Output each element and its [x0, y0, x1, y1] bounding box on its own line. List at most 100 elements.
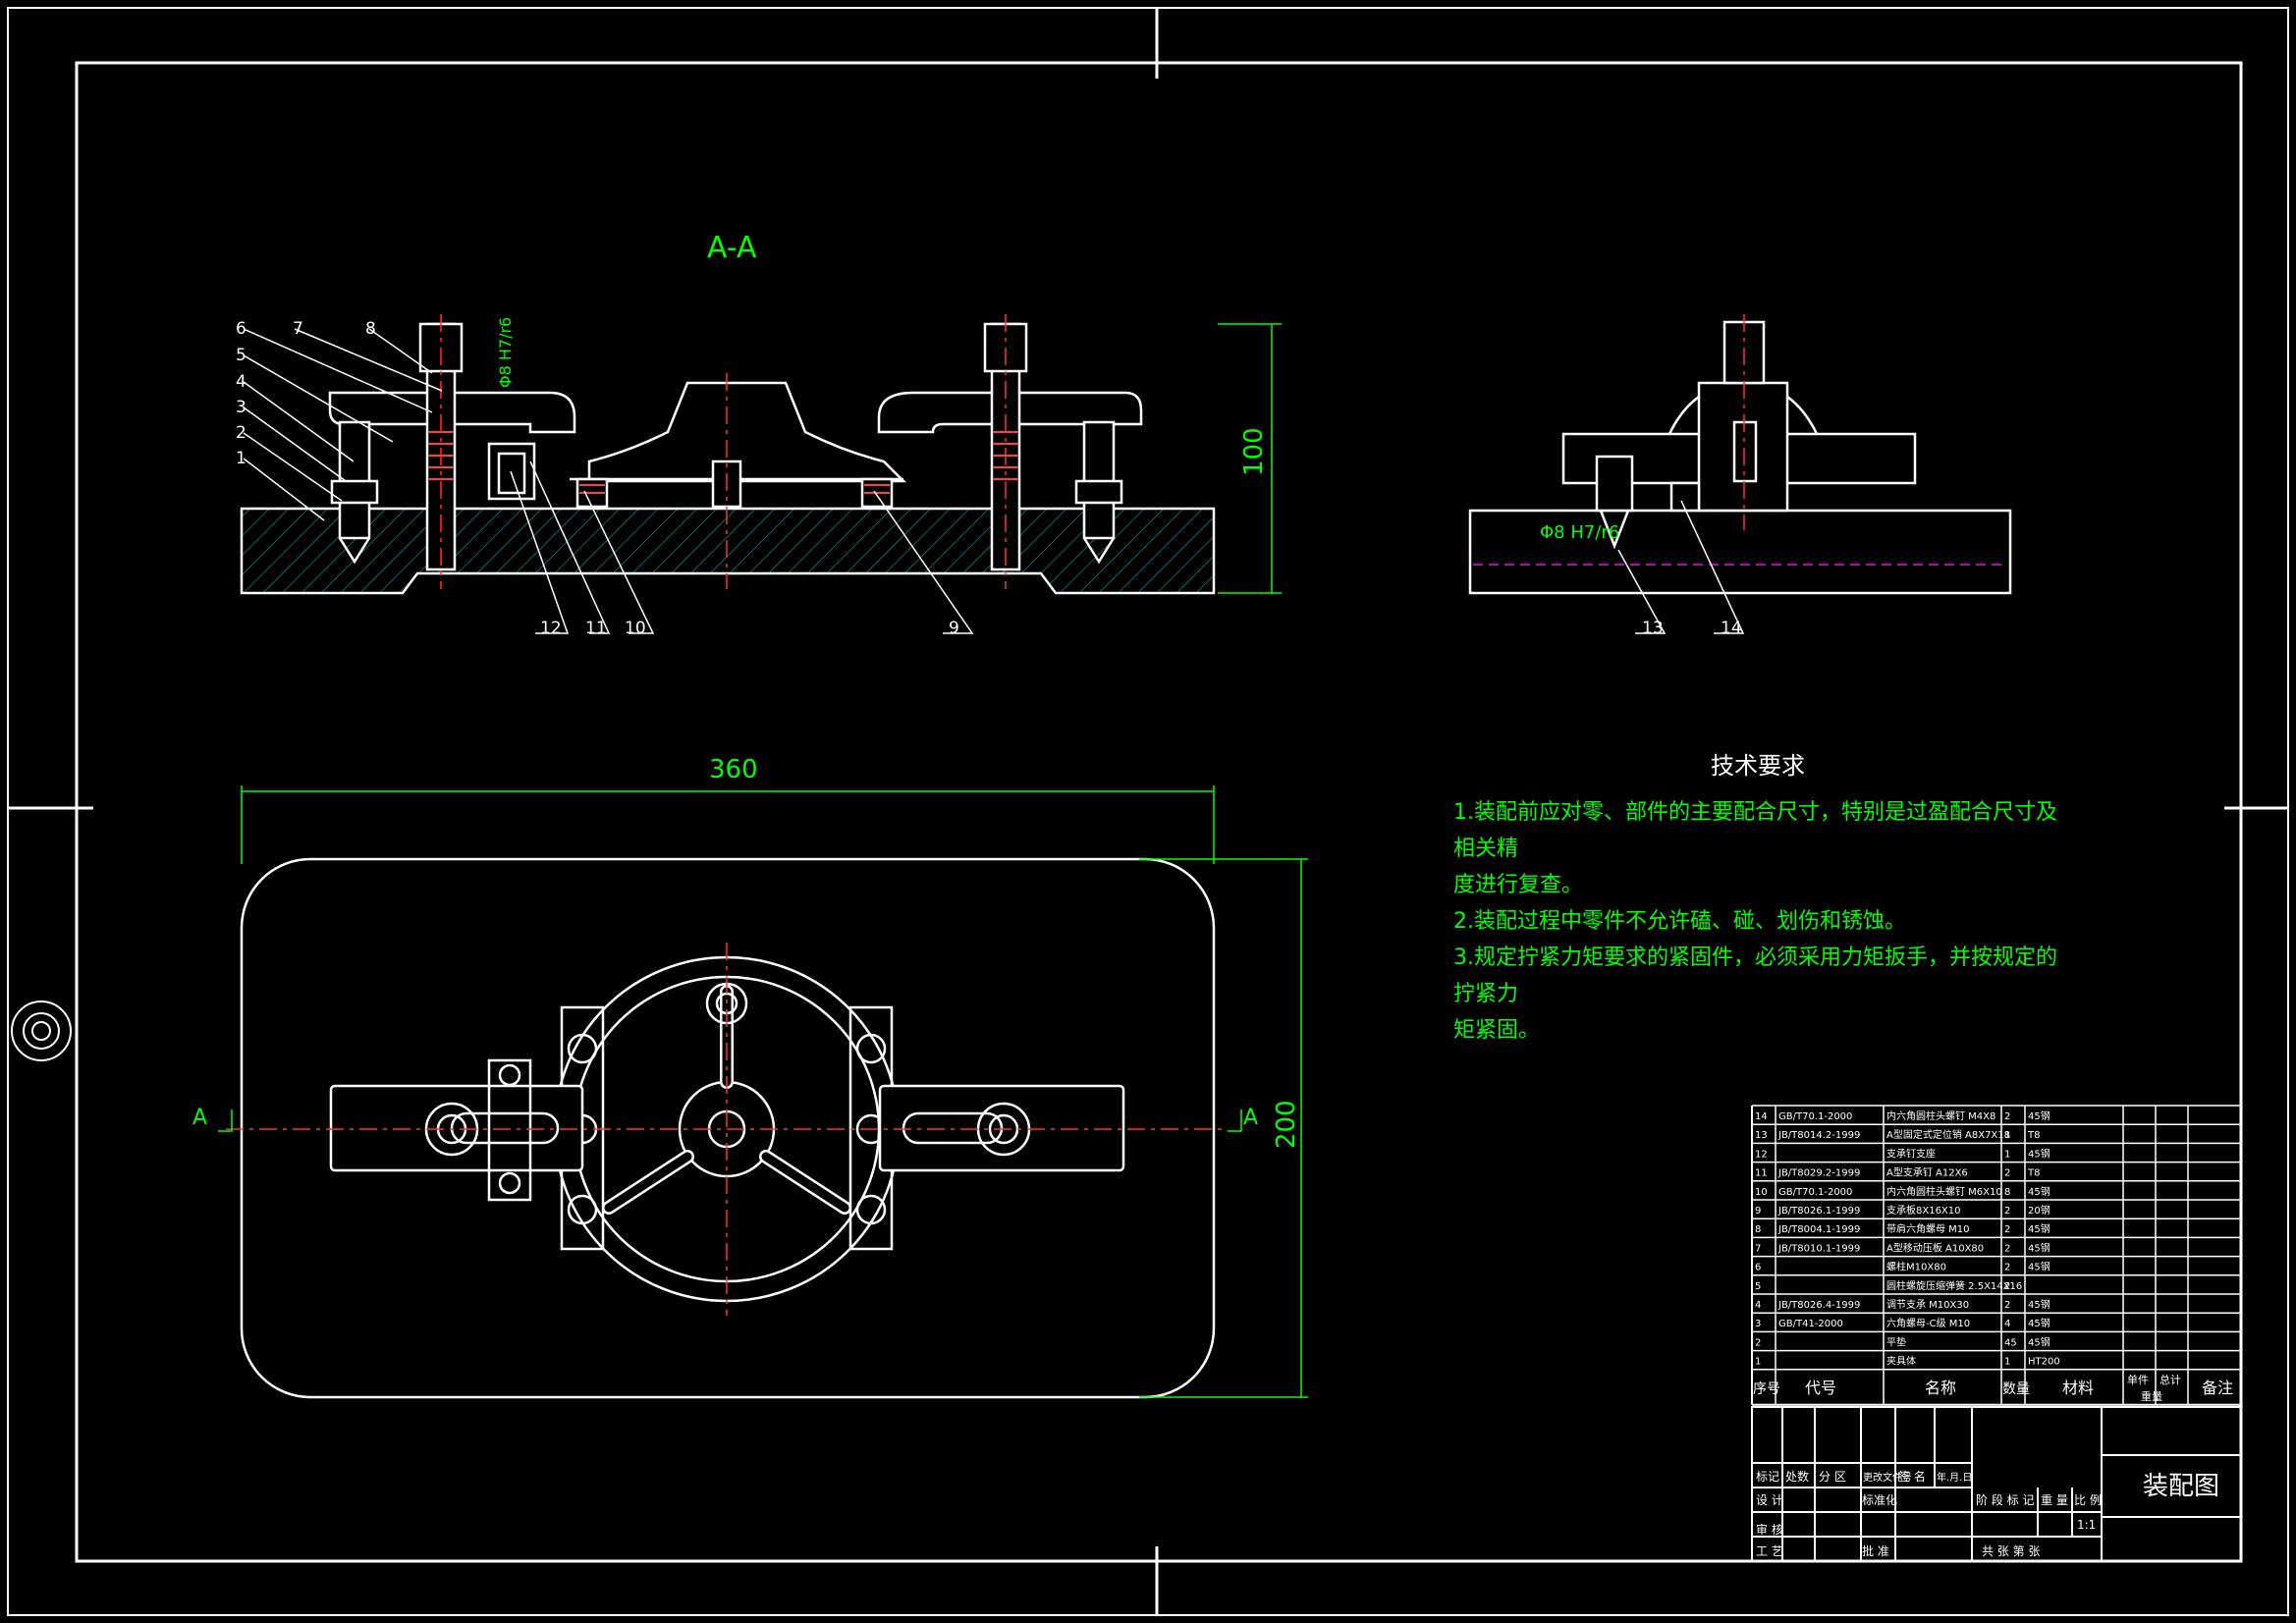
- bom-cell: 45钢: [2028, 1317, 2050, 1329]
- bom-cell: 圆柱螺旋压缩弹簧 2.5X14X16: [1886, 1279, 2022, 1292]
- section-arrow-right: A: [1243, 1106, 1258, 1130]
- tb-process: 工 艺: [1756, 1544, 1783, 1558]
- bom-cell: 8: [2004, 1187, 2010, 1198]
- bom-cell: 3: [1755, 1319, 1761, 1329]
- bom-cell: 数量: [2002, 1381, 2030, 1397]
- outer-frame: [7, 7, 2289, 1616]
- bom-cell: 45钢: [2028, 1298, 2050, 1311]
- bom-cell: 45钢: [2028, 1335, 2050, 1348]
- tb-approve: 批 准: [1862, 1543, 1889, 1558]
- tech-line-5: 矩紧固。: [1453, 1018, 1541, 1043]
- bom-cell: 带肩六角螺母 M10: [1886, 1222, 1970, 1235]
- height-dim-text: 100: [1239, 427, 1269, 476]
- bom-cell: 45钢: [2028, 1222, 2050, 1235]
- balloon-8: 8: [365, 319, 376, 339]
- bom-cell: 6: [1755, 1263, 1761, 1273]
- section-arrow-left: A: [192, 1106, 207, 1130]
- tech-line-4: 3.规定拧紧力矩要求的紧固件，必须采用力矩扳手，并按规定的拧紧力: [1453, 946, 2057, 1006]
- bom-cell: GB/T70.1-2000: [1778, 1187, 1852, 1198]
- bom-cell: JB/T8026.4-1999: [1777, 1300, 1860, 1311]
- tech-line-2: 度进行复查。: [1453, 873, 1584, 897]
- tb-mark: 标记: [1756, 1470, 1779, 1484]
- width-dim-text: 200: [1272, 1100, 1301, 1149]
- tech-requirements: 技术要求 1.装配前应对零、部件的主要配合尺寸，特别是过盈配合尺寸及相关精 度进…: [1453, 746, 2062, 1049]
- bom-cell: 20钢: [2028, 1204, 2050, 1217]
- bom-cell: 序号: [1753, 1381, 1780, 1397]
- sheet-edge-washer: [11, 1001, 72, 1061]
- bom-cell: 45钢: [2028, 1261, 2050, 1273]
- bom-cell: 4: [1755, 1300, 1761, 1311]
- bom-cell: GB/T41-2000: [1778, 1319, 1843, 1329]
- tb-count: 处数: [1785, 1469, 1809, 1484]
- bom-cell: 8: [1755, 1224, 1761, 1235]
- bom-cell: 2: [2004, 1206, 2010, 1217]
- centering-marks: [8, 8, 2288, 1615]
- section-balloons: 1 2 3 4 5 6 7 8 9 10 11 12: [236, 319, 959, 638]
- tb-review: 审 核: [1756, 1522, 1783, 1537]
- tb-design: 设 计: [1756, 1493, 1783, 1507]
- plan-base: [240, 857, 1216, 1399]
- plan-centerlines: [226, 943, 1228, 1316]
- bom-cell: 1: [2004, 1357, 2010, 1368]
- balloon-11: 11: [585, 619, 607, 638]
- bom-cell: 5: [1755, 1281, 1761, 1292]
- plan-dimensions: [218, 785, 1308, 1398]
- section-centerlines: [440, 314, 1007, 589]
- bom-cell: 1: [2004, 1130, 2010, 1141]
- tb-stage: 阶 段 标 记: [1976, 1492, 2034, 1507]
- bom-cell: 夹具体: [1886, 1355, 1916, 1368]
- tb-sign: 签 名: [1898, 1469, 1926, 1484]
- bom-cell: A型支承钉 A12X6: [1886, 1166, 1968, 1179]
- bom-cell: T8: [2027, 1168, 2040, 1179]
- balloon-1: 1: [236, 449, 246, 468]
- bom-cell: 支承板8X16X10: [1886, 1204, 1961, 1217]
- bom-cell: 2: [2004, 1300, 2010, 1311]
- bom-cell: 2: [1755, 1337, 1761, 1348]
- bom-cell: 2: [2004, 1281, 2010, 1292]
- bom-cell: 单件: [2127, 1374, 2149, 1386]
- bom-cell: 备注: [2202, 1379, 2233, 1397]
- side-view: [1468, 320, 2012, 595]
- title-block-labels: 标记 处数 分 区 更改文件号 签 名 年.月.日 设 计 标准化 阶 段 标 …: [1756, 1469, 2102, 1558]
- bom-cell: 2: [2004, 1168, 2010, 1179]
- bom-cell: 调节支承 M10X30: [1886, 1299, 1969, 1311]
- inner-frame: [75, 61, 2243, 1563]
- bom-cell: 内六角圆柱头螺钉 M6X10: [1886, 1185, 2002, 1198]
- title-block: [1751, 1406, 2242, 1562]
- bom-cell: JB/T8004.1-1999: [1777, 1224, 1860, 1235]
- bom-cell: 六角螺母-C级 M10: [1886, 1318, 1970, 1329]
- section-view: [240, 322, 1216, 595]
- tb-weight: 重 量: [2041, 1493, 2068, 1507]
- bom-cell: 2: [2004, 1243, 2010, 1254]
- tech-line-1: 1.装配前应对零、部件的主要配合尺寸，特别是过盈配合尺寸及相关精: [1453, 800, 2057, 861]
- balloon-14: 14: [1721, 619, 1742, 638]
- bom-cell: 9: [1755, 1206, 1761, 1217]
- bom-cell: 14: [1755, 1111, 1768, 1122]
- drawing-title: 装配图: [2143, 1472, 2219, 1501]
- bom-cell: 平垫: [1886, 1335, 1906, 1348]
- balloon-7: 7: [293, 319, 303, 339]
- fit-dim-side: Φ8 H7/r6: [1540, 522, 1619, 543]
- bom-cell: 2: [2004, 1224, 2010, 1235]
- bom-cell: 内六角圆柱头螺钉 M4X8: [1886, 1109, 1995, 1122]
- bom-cell: 45钢: [2028, 1185, 2050, 1198]
- bom-cell: T8: [2027, 1130, 2040, 1141]
- tb-scale: 1:1: [2077, 1518, 2096, 1532]
- bom-cell: 名称: [1925, 1379, 1956, 1397]
- length-dim-text: 360: [709, 755, 758, 784]
- bom-cell: 45: [2004, 1337, 2017, 1348]
- height-dimension: [1218, 323, 1282, 594]
- bom-cell: 2: [2004, 1263, 2010, 1273]
- tb-sheets: 共 张 第 张: [1982, 1544, 2040, 1558]
- tb-standard: 标准化: [1862, 1493, 1897, 1507]
- bom-cell: A型固定式定位销 A8X7X18: [1886, 1128, 2010, 1141]
- tb-date: 年.月.日: [1937, 1471, 1972, 1484]
- balloon-13: 13: [1642, 619, 1664, 638]
- bom-cell: 10: [1755, 1187, 1768, 1198]
- tb-doc: 更改文件号: [1863, 1471, 1912, 1484]
- bom-cell: JB/T8014.2-1999: [1777, 1130, 1860, 1141]
- bom-cell: 材料: [2062, 1379, 2094, 1397]
- bom-cell: 4: [2004, 1319, 2010, 1329]
